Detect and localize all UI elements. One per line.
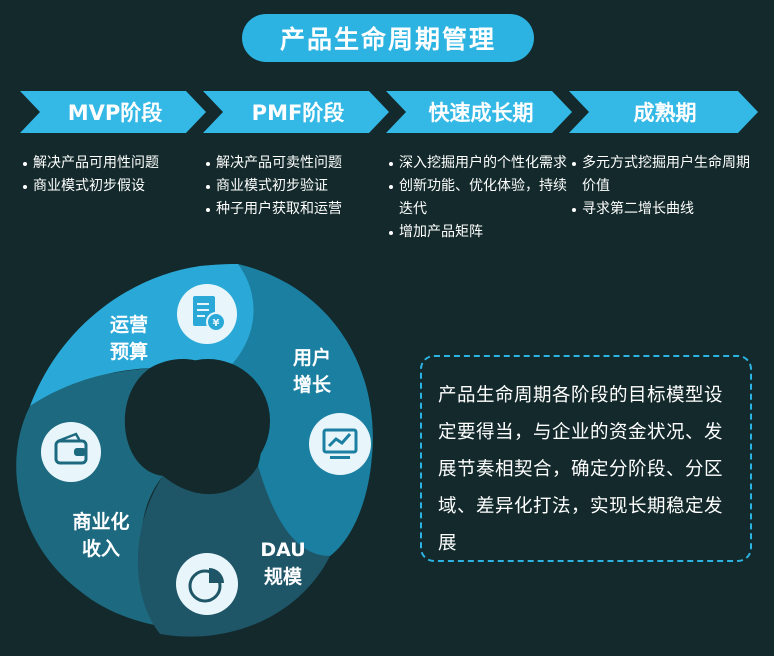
list-item: 增加产品矩阵 bbox=[388, 221, 570, 244]
cycle-label-line: 增长 bbox=[292, 374, 331, 396]
wallet-icon bbox=[41, 422, 101, 482]
list-item: 深入挖掘用户的个性化需求 bbox=[388, 152, 570, 175]
cycle-label-budget: 运营 预算 bbox=[89, 312, 169, 366]
list-item: 多元方式挖掘用户生命周期价值 bbox=[571, 152, 751, 198]
pie-chart-icon bbox=[176, 553, 238, 615]
list-item: 寻求第二增长曲线 bbox=[571, 198, 751, 221]
cycle-diagram: ¥ bbox=[16, 264, 373, 637]
cycle-label-line: 商业化 bbox=[72, 511, 130, 533]
cycle-label-revenue: 商业化 收入 bbox=[61, 509, 141, 563]
cycle-label-line: 预算 bbox=[109, 341, 148, 363]
cycle-label-dau: DAU 规模 bbox=[243, 537, 323, 591]
stage-label-pmf: PMF阶段 bbox=[251, 101, 345, 125]
cycle-label-growth: 用户 增长 bbox=[272, 345, 352, 399]
list-item: 种子用户获取和运营 bbox=[205, 198, 383, 221]
list-item: 解决产品可用性问题 bbox=[22, 152, 202, 175]
stage-list-growth: 深入挖掘用户的个性化需求 创新功能、优化体验，持续迭代 增加产品矩阵 bbox=[388, 152, 570, 244]
page-title: 产品生命周期管理 bbox=[242, 14, 534, 62]
stage-list-pmf: 解决产品可卖性问题 商业模式初步验证 种子用户获取和运营 bbox=[205, 152, 383, 221]
budget-document-yen-icon: ¥ bbox=[177, 284, 237, 344]
cycle-label-line: 规模 bbox=[263, 566, 302, 588]
stage-list-mvp: 解决产品可用性问题 商业模式初步假设 bbox=[22, 152, 202, 198]
cycle-label-line: 用户 bbox=[292, 347, 331, 369]
cycle-label-line: DAU bbox=[260, 539, 306, 561]
stage-label-mvp: MVP阶段 bbox=[67, 101, 163, 125]
stage-label-mature: 成熟期 bbox=[633, 101, 697, 125]
cycle-label-line: 收入 bbox=[81, 538, 120, 560]
growth-chart-icon bbox=[309, 413, 371, 475]
list-item: 商业模式初步假设 bbox=[22, 175, 202, 198]
summary-note: 产品生命周期各阶段的目标模型设定要得当，与企业的资金状况、发展节奏相契合，确定分… bbox=[420, 355, 752, 562]
list-item: 创新功能、优化体验，持续迭代 bbox=[388, 175, 570, 221]
stage-list-mature: 多元方式挖掘用户生命周期价值 寻求第二增长曲线 bbox=[571, 152, 751, 221]
cycle-segment-growth bbox=[222, 264, 373, 556]
list-item: 商业模式初步验证 bbox=[205, 175, 383, 198]
list-item: 解决产品可卖性问题 bbox=[205, 152, 383, 175]
svg-text:¥: ¥ bbox=[213, 318, 220, 329]
stage-label-growth: 快速成长期 bbox=[428, 101, 534, 125]
cycle-label-line: 运营 bbox=[109, 314, 148, 336]
